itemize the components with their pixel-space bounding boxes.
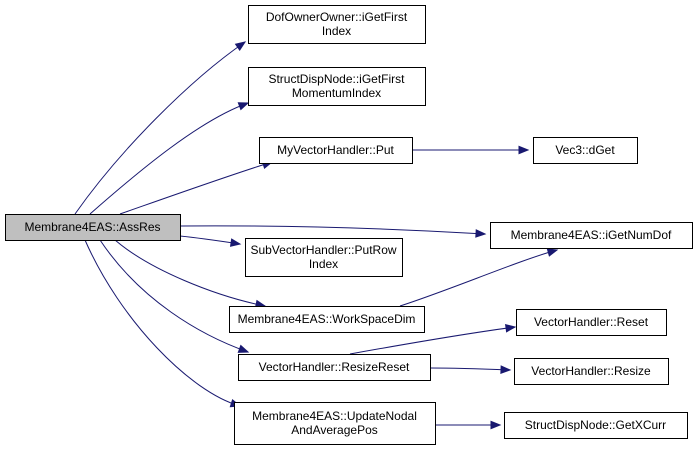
node-n10[interactable]: VectorHandler::Resize bbox=[514, 358, 669, 385]
node-n8[interactable]: VectorHandler::ResizeReset bbox=[238, 354, 431, 381]
edge-n11-n12 bbox=[434, 420, 502, 430]
arrow-head bbox=[518, 145, 530, 155]
arrow-head bbox=[475, 229, 487, 238]
edge-root-n11 bbox=[84, 239, 242, 408]
node-label: Membrane4EAS::UpdateNodal bbox=[252, 409, 417, 423]
node-label: MyVectorHandler::Put bbox=[277, 143, 394, 157]
node-box[interactable] bbox=[248, 5, 426, 44]
node-label: VectorHandler::Resize bbox=[531, 364, 651, 378]
arrow-head bbox=[229, 238, 242, 247]
edge-n3-n4 bbox=[411, 145, 530, 155]
node-label: MomentumIndex bbox=[292, 86, 381, 100]
node-box[interactable] bbox=[245, 238, 403, 277]
edge-root-n7 bbox=[114, 239, 267, 309]
node-label: StructDispNode::GetXCurr bbox=[525, 418, 666, 432]
node-label: Index bbox=[309, 257, 338, 271]
node-root[interactable]: Membrane4EAS::AssRes bbox=[5, 214, 181, 241]
arrow-head bbox=[237, 344, 250, 353]
node-n7[interactable]: Membrane4EAS::WorkSpaceDim bbox=[229, 306, 425, 333]
arrow-head bbox=[237, 102, 250, 111]
node-label: Membrane4EAS::WorkSpaceDim bbox=[238, 312, 416, 326]
edge-root-n2 bbox=[89, 102, 250, 215]
node-label: DofOwnerOwner::iGetFirst bbox=[266, 10, 408, 24]
node-box[interactable] bbox=[259, 137, 413, 164]
node-label: Vec3::dGet bbox=[555, 143, 615, 157]
edge-n8-n9 bbox=[349, 323, 517, 355]
edge-line bbox=[84, 239, 241, 407]
node-n5[interactable]: Membrane4EAS::iGetNumDof bbox=[490, 222, 693, 249]
node-n9[interactable]: VectorHandler::Reset bbox=[516, 309, 667, 336]
edge-root-n6 bbox=[179, 235, 242, 247]
node-box[interactable] bbox=[5, 214, 181, 241]
edge-line bbox=[179, 225, 486, 235]
edge-line bbox=[99, 239, 249, 353]
node-box[interactable] bbox=[504, 412, 688, 439]
node-box[interactable] bbox=[234, 402, 436, 445]
edge-line bbox=[74, 41, 246, 215]
node-label: StructDispNode::iGetFirst bbox=[268, 72, 405, 86]
node-box[interactable] bbox=[514, 358, 669, 385]
arrow-head bbox=[500, 365, 512, 374]
edge-root-n5 bbox=[179, 225, 487, 238]
node-label: VectorHandler::Reset bbox=[534, 315, 649, 329]
node-box[interactable] bbox=[490, 222, 693, 249]
arrow-head bbox=[546, 248, 559, 257]
arrow-head bbox=[490, 420, 502, 430]
node-box[interactable] bbox=[229, 306, 425, 333]
edge-line bbox=[114, 239, 266, 307]
node-n3[interactable]: MyVectorHandler::Put bbox=[259, 137, 413, 164]
node-box[interactable] bbox=[533, 137, 638, 164]
node-n4[interactable]: Vec3::dGet bbox=[533, 137, 638, 164]
node-label: AndAveragePos bbox=[291, 423, 378, 437]
node-box[interactable] bbox=[248, 67, 426, 106]
edge-line bbox=[349, 326, 516, 355]
node-label: SubVectorHandler::PutRow bbox=[250, 243, 396, 257]
node-label: Membrane4EAS::AssRes bbox=[24, 220, 160, 234]
edge-line bbox=[89, 102, 249, 215]
node-label: Membrane4EAS::iGetNumDof bbox=[511, 228, 672, 242]
node-n12[interactable]: StructDispNode::GetXCurr bbox=[504, 412, 688, 439]
edge-root-n1 bbox=[74, 41, 247, 215]
edge-line bbox=[429, 367, 511, 371]
edge-root-n8 bbox=[99, 239, 250, 353]
arrow-head bbox=[505, 323, 517, 333]
nodes: Membrane4EAS::AssRes DofOwnerOwner::iGetF… bbox=[5, 5, 693, 445]
node-label: VectorHandler::ResizeReset bbox=[259, 360, 410, 374]
edge-line bbox=[399, 249, 558, 307]
node-box[interactable] bbox=[238, 354, 431, 381]
edge-n7-n5 bbox=[399, 248, 559, 307]
edge-n8-n10 bbox=[429, 365, 512, 374]
edge-line bbox=[119, 161, 273, 215]
arrow-head bbox=[234, 41, 247, 52]
edges bbox=[74, 41, 559, 430]
node-box[interactable] bbox=[516, 309, 667, 336]
node-label: Index bbox=[322, 24, 351, 38]
